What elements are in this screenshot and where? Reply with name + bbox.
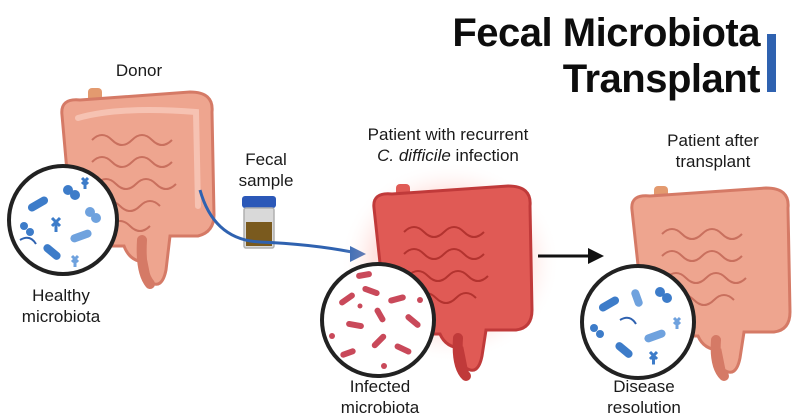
patient-after-label-line-1: Patient after	[667, 131, 759, 150]
infected-microbiota-label-line-1: Infected	[349, 377, 411, 396]
fecal-sample-label-line-2: sample	[238, 171, 294, 190]
patient-after-label-line-2: transplant	[675, 152, 751, 171]
page-title: Fecal Microbiota Transplant	[380, 10, 760, 102]
infection-term: infection	[450, 146, 519, 165]
healthy-microbiota-magnifier-icon	[7, 164, 119, 276]
infected-microbiota-magnifier-icon	[320, 262, 436, 378]
patient-recurrent-label-line-2: C. difficile infection	[338, 145, 558, 166]
disease-resolution-label-line-1: Disease	[613, 377, 675, 396]
healthy-microbiota-label-line-2: microbiota	[21, 307, 101, 326]
healthy-microbiota-label: Healthy microbiota	[6, 285, 116, 327]
patient-after-transplant-label: Patient after transplant	[648, 130, 778, 172]
title-accent-bar	[767, 34, 776, 92]
donor-label: Donor	[115, 61, 163, 80]
fecal-sample-cup-icon	[242, 196, 276, 249]
disease-resolution-label-line-2: resolution	[607, 398, 681, 417]
resolved-microbiota-magnifier-icon	[580, 264, 696, 380]
patient-recurrent-label: Patient with recurrent C. difficile infe…	[338, 124, 558, 166]
title-line-2: Transplant	[562, 57, 761, 101]
fecal-sample-label: Fecal sample	[226, 149, 306, 191]
patient-recurrent-label-line-1: Patient with recurrent	[367, 125, 529, 144]
infected-microbiota-label: Infected microbiota	[328, 376, 432, 418]
c-difficile-term: C. difficile	[377, 146, 451, 165]
title-line-1: Fecal Microbiota	[452, 11, 760, 55]
fecal-sample-label-line-1: Fecal	[245, 150, 287, 169]
infected-microbiota-label-line-2: microbiota	[340, 398, 420, 417]
healthy-microbiota-label-line-1: Healthy	[32, 286, 90, 305]
disease-resolution-label: Disease resolution	[592, 376, 696, 418]
progression-arrow-icon	[538, 248, 604, 264]
